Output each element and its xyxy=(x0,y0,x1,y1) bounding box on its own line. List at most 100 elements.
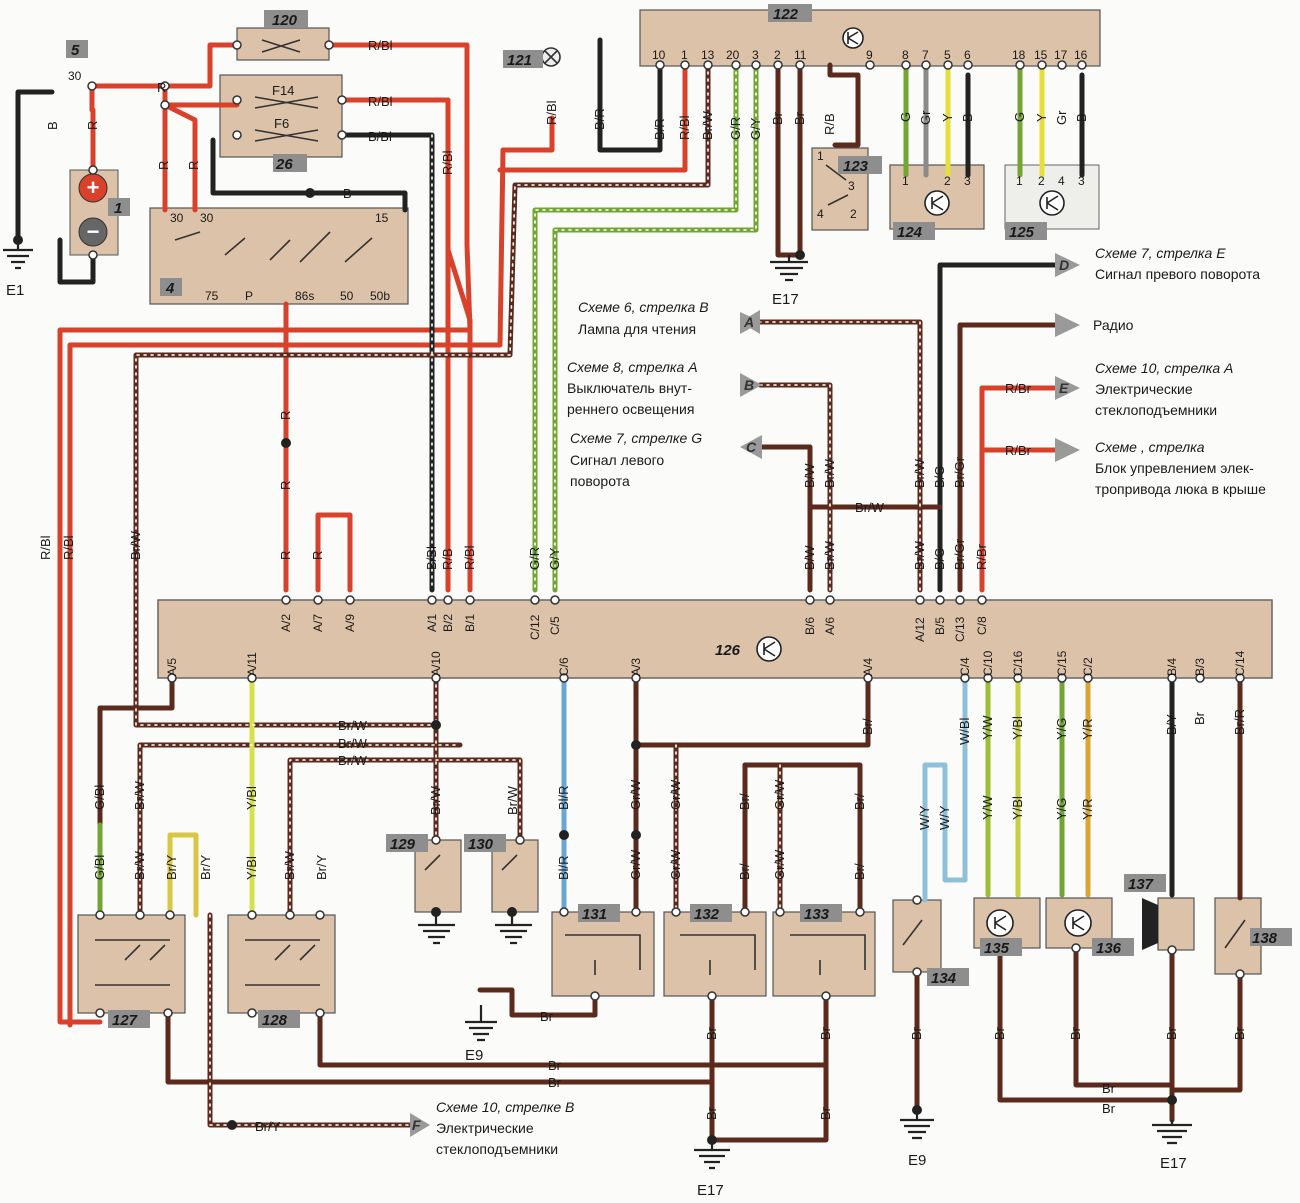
arrow-e-letter: E xyxy=(1059,380,1069,396)
svg-text:Br: Br xyxy=(1068,1026,1083,1040)
svg-text:Br/Y: Br/Y xyxy=(255,1119,281,1134)
label-138: 138 xyxy=(1252,930,1278,947)
arrow-c-icon xyxy=(740,435,762,459)
label-125: 125 xyxy=(1009,224,1035,241)
svg-text:C/15: C/15 xyxy=(1055,650,1069,676)
svg-text:2: 2 xyxy=(1038,174,1045,188)
svg-text:7: 7 xyxy=(922,48,929,62)
svg-text:C/16: C/16 xyxy=(1011,650,1025,676)
note-f-ref: Схеме 10, стрелке В xyxy=(436,1099,574,1115)
svg-text:Br/W: Br/W xyxy=(428,785,443,815)
arrow-e-icon xyxy=(1055,376,1080,400)
svg-text:R: R xyxy=(156,161,171,170)
label-134: 134 xyxy=(931,970,957,987)
label-129: 129 xyxy=(390,836,416,853)
svg-text:R/Br: R/Br xyxy=(1005,443,1032,458)
ground-e1-label: E1 xyxy=(6,282,24,299)
ground-e9-mid-icon xyxy=(465,1020,497,1042)
buzzer-icon xyxy=(1142,898,1158,950)
note-f-text1: Электрические xyxy=(436,1120,534,1136)
svg-text:R: R xyxy=(186,161,201,170)
ign-pin-15: 15 xyxy=(375,211,389,225)
svg-text:A/1: A/1 xyxy=(425,614,439,632)
svg-text:17: 17 xyxy=(1054,48,1068,62)
svg-text:Br: Br xyxy=(1164,1026,1179,1040)
svg-text:Br/W: Br/W xyxy=(338,736,368,751)
svg-text:Gr: Gr xyxy=(1054,110,1069,125)
svg-text:9: 9 xyxy=(866,48,873,62)
note-radio-text: Радио xyxy=(1093,317,1134,333)
svg-text:4: 4 xyxy=(1058,174,1065,188)
ground-e9-right-icon xyxy=(900,1118,934,1140)
svg-text:+: + xyxy=(87,175,100,200)
svg-text:2: 2 xyxy=(944,174,951,188)
svg-text:Br: Br xyxy=(909,1026,924,1040)
ignition-contacts-icon xyxy=(174,231,373,263)
unit-133 xyxy=(772,911,876,997)
svg-text:Y/R: Y/R xyxy=(1080,798,1095,820)
svg-text:Y/R: Y/R xyxy=(1080,718,1095,740)
module-122-pins: 10 1 13 20 3 2 11 9 8 7 5 6 18 15 17 16 xyxy=(652,48,1088,62)
svg-text:Gr/W: Gr/W xyxy=(668,849,683,880)
svg-text:Gr/W: Gr/W xyxy=(772,849,787,880)
svg-text:A/2: A/2 xyxy=(279,614,293,632)
svg-text:Bl/R: Bl/R xyxy=(556,855,571,880)
svg-text:B: B xyxy=(343,186,352,201)
sensor-pins: 1 2 3 1 2 4 3 1 3 4 2 xyxy=(817,149,1085,221)
svg-text:G/Bl: G/Bl xyxy=(92,785,107,810)
fuse-f14-label: F14 xyxy=(272,83,294,98)
svg-text:W/Bl: W/Bl xyxy=(957,717,972,745)
svg-text:A/9: A/9 xyxy=(343,614,357,632)
note-sunroof-text2: тропривода люка в крыше xyxy=(1095,481,1266,497)
ground-e17-top-label: E17 xyxy=(772,291,799,308)
arrow-sunroof-icon xyxy=(1055,438,1080,462)
svg-text:1: 1 xyxy=(681,48,688,62)
svg-text:Br: Br xyxy=(704,1026,719,1040)
label-124: 124 xyxy=(897,224,923,241)
unit-132 xyxy=(663,911,767,997)
svg-text:Br: Br xyxy=(992,1026,1007,1040)
ground-e9-right-label: E9 xyxy=(908,1152,926,1169)
arrow-f-icon xyxy=(410,1113,430,1137)
transistor-136-icon xyxy=(1064,909,1092,937)
svg-text:B/R: B/R xyxy=(652,118,667,140)
svg-text:R/Bl: R/Bl xyxy=(440,150,455,175)
svg-text:Br: Br xyxy=(540,1009,554,1024)
fuse-f14-icon xyxy=(254,96,319,109)
svg-text:A/12: A/12 xyxy=(913,617,927,642)
svg-text:Br/: Br/ xyxy=(852,793,867,810)
svg-text:Br/W: Br/W xyxy=(132,780,147,810)
svg-text:Br/Y: Br/Y xyxy=(164,854,179,880)
svg-text:5: 5 xyxy=(944,48,951,62)
unit-126-top-pins: A/2 A/7 A/9 A/1 B/2 B/1 C/12 C/5 B/6 A/6… xyxy=(279,614,989,642)
svg-text:Br/W: Br/W xyxy=(338,753,368,768)
svg-text:Gr: Gr xyxy=(918,110,933,125)
wire-stripes xyxy=(135,64,921,1126)
svg-text:Br/W: Br/W xyxy=(128,530,143,560)
ground-e17-top-icon xyxy=(770,260,808,282)
note-d-ref: Схеме 7, стрелка Е xyxy=(1095,245,1226,261)
svg-text:R: R xyxy=(310,551,325,560)
arrow-d-icon xyxy=(1055,253,1080,277)
note-b-text1: Выключатель внут- xyxy=(567,380,692,396)
svg-text:G/R: G/R xyxy=(527,547,542,570)
svg-text:Br: Br xyxy=(792,111,807,125)
svg-text:Br: Br xyxy=(704,1106,719,1120)
svg-text:Br/: Br/ xyxy=(737,863,752,880)
svg-text:G/R: G/R xyxy=(728,117,743,140)
arrow-a-icon xyxy=(740,312,762,334)
unit-126-bottom-pins: A/5 A/11 A/10 C/6 A/3 A/4 C/4 C/10 C/16 … xyxy=(165,650,1247,676)
note-c-text2: поворота xyxy=(570,473,630,489)
transistor-126-icon xyxy=(756,636,782,662)
battery-minus-icon xyxy=(78,217,108,247)
ignition-switch xyxy=(149,207,409,305)
svg-text:Gr/W: Gr/W xyxy=(772,779,787,810)
relay-units-icon xyxy=(565,934,866,975)
ign-pin-50: 50 xyxy=(340,289,354,303)
svg-text:16: 16 xyxy=(1074,48,1088,62)
fuse-f6-icon xyxy=(254,129,319,142)
ign-pin-75: 75 xyxy=(205,289,219,303)
svg-text:10: 10 xyxy=(652,48,666,62)
label-136: 136 xyxy=(1096,940,1122,957)
svg-text:R/Bl: R/Bl xyxy=(38,535,53,560)
